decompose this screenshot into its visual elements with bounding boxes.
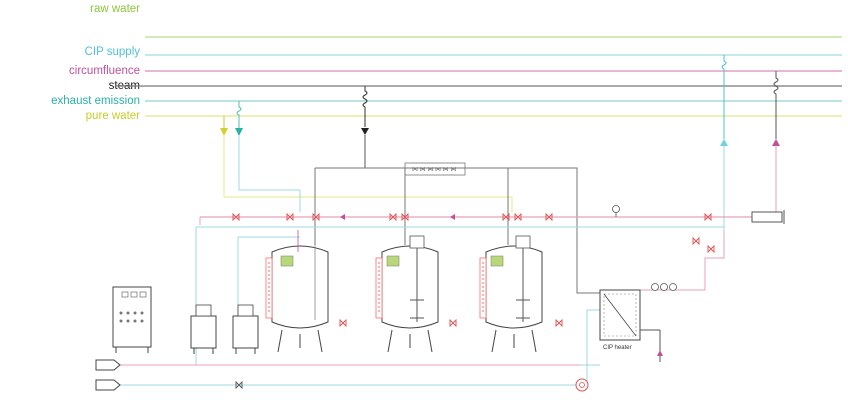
circ-arrow-icon [772,139,780,146]
small-vessel-2 [232,304,259,354]
exhaust-arrow-icon [235,128,243,136]
filter-housing [751,211,783,223]
pure-water-pipe [223,136,513,212]
small-vessel-1 [190,304,217,354]
pump-icon [575,378,589,392]
cip-heater-label: CIP heater [603,345,632,351]
pure-water-arrow-icon [220,128,228,136]
legend-circumfluence: circumfluence [69,65,140,77]
header-valves [232,212,715,328]
inlet-arrow-1 [95,359,121,371]
cip-heater [599,289,663,362]
return-riser [586,309,600,385]
steam-valve-group [404,162,466,176]
exhaust-pipe [238,136,301,212]
steam-valve-symbols: ⋈ ⋈ ⋈ ⋈ ⋈ ⋈ [412,167,456,173]
tank-3 [479,235,543,353]
heater-gauges [651,283,677,291]
legend-exhaust-emission: exhaust emission [51,95,140,107]
tank-1 [265,230,329,353]
steam-drop [362,86,368,127]
legend-pure-water: pure water [85,110,140,122]
steam-header [315,167,600,294]
inlet-arrow-2 [95,379,121,391]
exhaust-drop [236,101,242,128]
cip-arrow-icon [720,139,728,146]
legend-cip-supply: CIP supply [84,46,140,58]
legend-raw-water: raw water [90,3,140,15]
steam-arrow-icon [361,128,369,135]
bottom-valve [235,380,243,390]
cip-riser-right [721,55,727,139]
flow-arrows [340,214,455,220]
pressure-gauge-icon [612,205,620,213]
circ-riser-right [773,71,779,139]
tank-2 [375,235,439,353]
control-cabinet [112,286,152,353]
cip-heater-link [640,230,725,291]
